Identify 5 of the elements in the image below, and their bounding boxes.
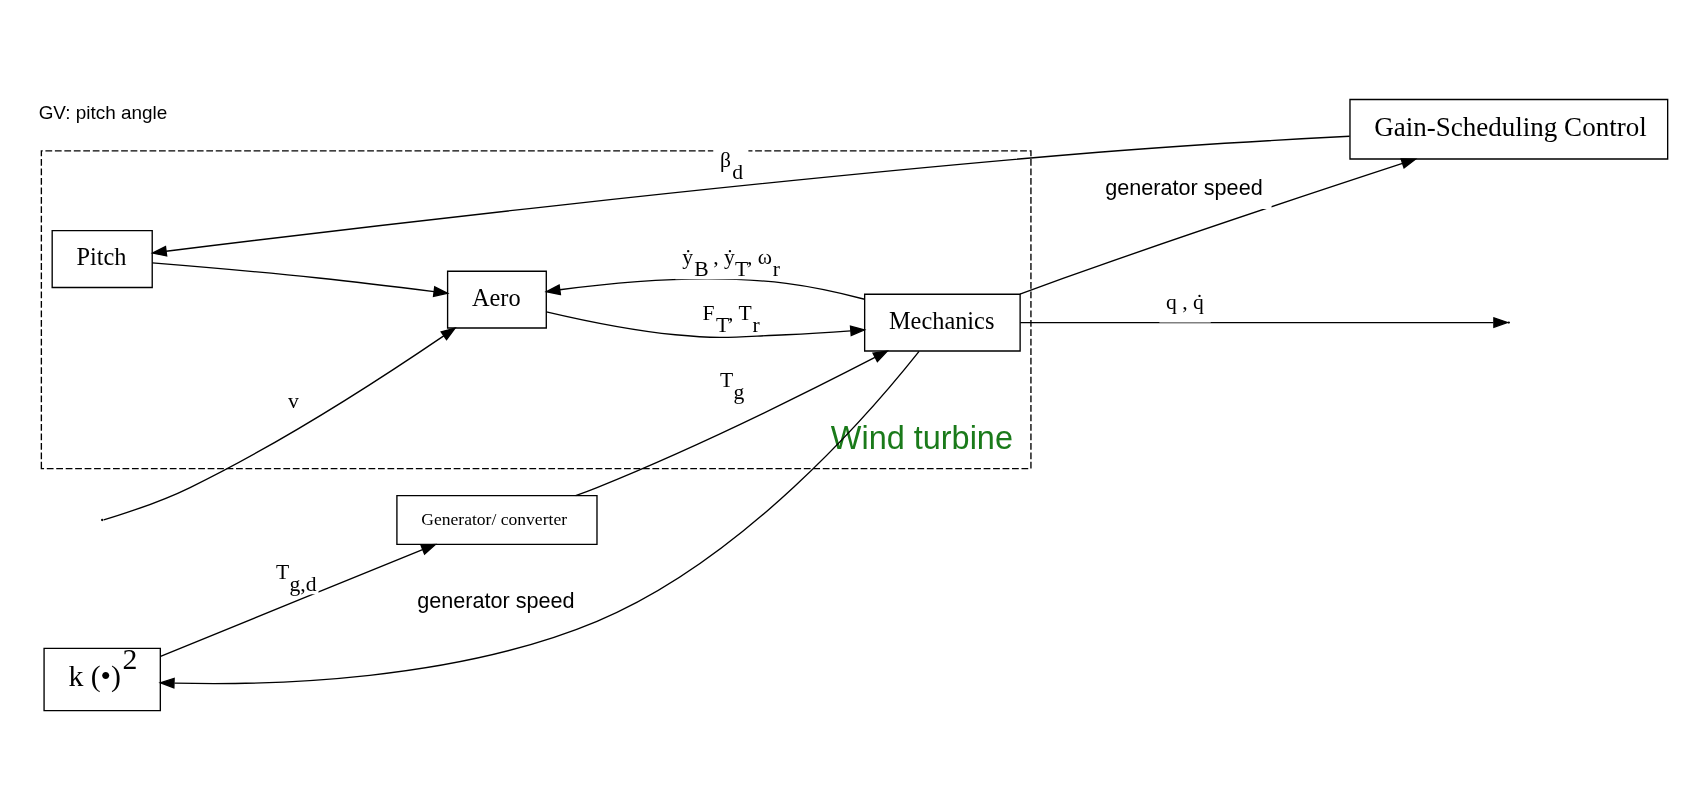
edge-label: v — [288, 388, 299, 412]
edge-label: q , q̇ — [1166, 289, 1204, 314]
label: GV: pitch angle — [38, 101, 168, 123]
edge-label: generator speed — [417, 587, 575, 613]
edge-label: generator speed — [1105, 174, 1263, 200]
